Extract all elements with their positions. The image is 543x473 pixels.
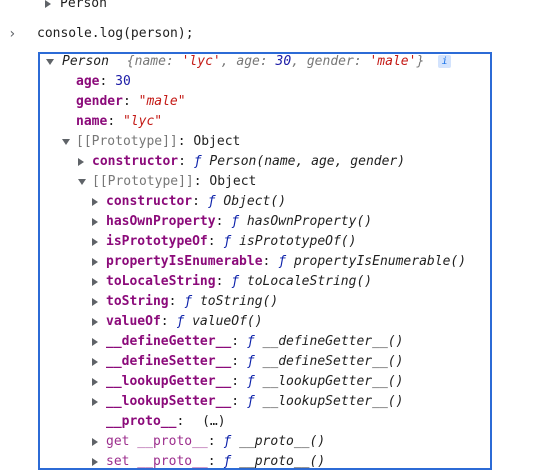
- prev-object-label: Person: [60, 0, 107, 11]
- expand-arrow-icon[interactable]: [78, 158, 84, 166]
- expand-arrow-icon[interactable]: [92, 318, 98, 326]
- constructor-row[interactable]: constructor: ƒ Person(name, age, gender): [0, 152, 543, 172]
- object-inspector: [38, 52, 492, 470]
- object-preview: {name: 'lyc', age: 30, gender: 'male'}: [126, 54, 425, 69]
- collapse-arrow-icon[interactable]: [78, 179, 86, 185]
- collapse-arrow-icon[interactable]: [46, 59, 54, 65]
- method-row[interactable]: __defineSetter__: ƒ __defineSetter__(): [0, 352, 543, 372]
- expand-arrow-icon[interactable]: [92, 338, 98, 346]
- method-row[interactable]: toLocaleString: ƒ toLocaleString(): [0, 272, 543, 292]
- root-class-name: Person: [62, 54, 109, 69]
- collapse-arrow-icon[interactable]: [62, 139, 70, 145]
- expand-arrow-icon[interactable]: [92, 298, 98, 306]
- expand-arrow-icon[interactable]: [45, 0, 51, 8]
- proto-accessor-row[interactable]: __proto__: (…): [106, 414, 226, 429]
- expand-arrow-icon[interactable]: [92, 218, 98, 226]
- property-key: age: [76, 74, 100, 89]
- property-value: "male": [138, 94, 186, 109]
- method-row[interactable]: propertyIsEnumerable: ƒ propertyIsEnumer…: [0, 252, 543, 272]
- expand-arrow-icon[interactable]: [92, 198, 98, 206]
- prev-log-entry[interactable]: Person: [0, 0, 543, 14]
- property-key: gender: [76, 94, 123, 109]
- expand-arrow-icon[interactable]: [92, 358, 98, 366]
- setter-row[interactable]: set __proto__: ƒ __proto__(): [0, 452, 543, 472]
- expand-arrow-icon[interactable]: [92, 378, 98, 386]
- expand-arrow-icon[interactable]: [92, 278, 98, 286]
- method-row[interactable]: valueOf: ƒ valueOf(): [0, 312, 543, 332]
- expand-arrow-icon[interactable]: [92, 438, 98, 446]
- method-row[interactable]: isPrototypeOf: ƒ isPrototypeOf(): [0, 232, 543, 252]
- property-row-age: age: 30: [76, 74, 131, 89]
- prototype-row-object[interactable]: [[Prototype]]: Object: [0, 172, 543, 192]
- console-command: console.log(person);: [37, 26, 194, 41]
- getter-row[interactable]: get __proto__: ƒ __proto__(): [0, 432, 543, 452]
- lazy-value-button[interactable]: (…): [202, 414, 226, 429]
- property-value: 30: [115, 74, 131, 89]
- method-row[interactable]: hasOwnProperty: ƒ hasOwnProperty(): [0, 212, 543, 232]
- method-row[interactable]: __lookupGetter__: ƒ __lookupGetter__(): [0, 372, 543, 392]
- expand-arrow-icon[interactable]: [92, 458, 98, 466]
- expand-arrow-icon[interactable]: [92, 238, 98, 246]
- property-key: name: [76, 114, 108, 129]
- expand-arrow-icon[interactable]: [92, 258, 98, 266]
- method-row[interactable]: constructor: ƒ Object(): [0, 192, 543, 212]
- method-row[interactable]: __lookupSetter__: ƒ __lookupSetter__(): [0, 392, 543, 412]
- prototype-row[interactable]: [[Prototype]]: Object: [0, 132, 543, 152]
- property-row-gender: gender: "male": [76, 94, 186, 109]
- chevron-right-icon: ›: [8, 26, 17, 42]
- root-object-row[interactable]: Person {name: 'lyc', age: 30, gender: 'm…: [0, 52, 543, 72]
- property-value: "lyc": [122, 114, 163, 129]
- expand-arrow-icon[interactable]: [92, 398, 98, 406]
- method-row[interactable]: __defineGetter__: ƒ __defineGetter__(): [0, 332, 543, 352]
- method-row[interactable]: toString: ƒ toString(): [0, 292, 543, 312]
- property-row-name: name: "lyc": [76, 114, 163, 129]
- info-icon[interactable]: i: [438, 55, 452, 68]
- console-command-line: › console.log(person);: [0, 24, 543, 44]
